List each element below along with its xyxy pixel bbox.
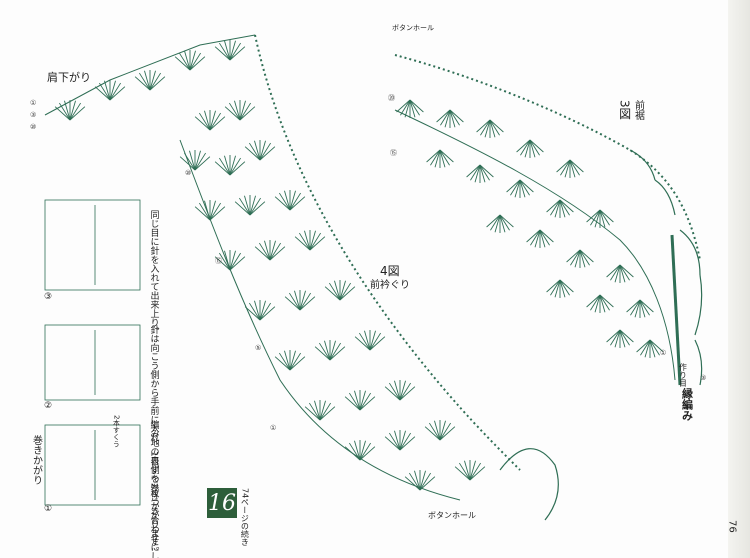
start-row-label: 作り目: [678, 363, 688, 387]
swatch-step3: [44, 199, 141, 291]
row-number: ③: [30, 111, 37, 119]
stitch-fan: [486, 214, 514, 233]
fig3-top-edge: [394, 54, 701, 261]
stitch-fan: [556, 159, 584, 178]
step2-text: 針は向こう側から手前に入れ、1目ずつ巻きかがります。: [148, 325, 159, 556]
row-number: ①: [270, 424, 277, 432]
swatch-step2: [44, 324, 141, 401]
stitch-fan: [274, 190, 306, 211]
stitch-fan: [384, 380, 416, 401]
stitch-fan: [586, 209, 614, 228]
stitch-fan: [396, 99, 424, 118]
row-number: ①: [30, 99, 37, 107]
page-number: 76: [726, 520, 738, 533]
stitch-fan: [506, 179, 534, 198]
stitch-fan: [274, 350, 306, 371]
stitch-fan: [516, 139, 544, 158]
stitch-fan: [354, 330, 386, 351]
fig3-caption: 前裾: [632, 100, 644, 120]
row-number: ①: [660, 349, 667, 357]
stitch-fan: [174, 50, 206, 71]
stitch-fan: [476, 119, 504, 138]
stitch-fan: [194, 200, 226, 221]
step3-text: 同じ目に針を入れて出来上り。: [148, 210, 159, 336]
stitch-fan: [224, 100, 256, 121]
stitch-fan: [546, 279, 574, 298]
fig4-inner-edge: [44, 34, 256, 116]
row-number: ⑮: [215, 257, 222, 265]
stitch-fan: [179, 150, 211, 171]
reference-badge: 16: [207, 488, 237, 518]
stitch-fan: [586, 294, 614, 313]
step1-num: ①: [44, 504, 53, 514]
row-number: ③: [700, 374, 707, 382]
reference-text: 74ページの続き: [240, 488, 250, 547]
fig3-scallops: [629, 149, 703, 386]
step1-note: 2本すくう: [112, 415, 121, 448]
stitch-fan: [214, 40, 246, 61]
stitch-fan: [384, 430, 416, 451]
stitch-fan: [234, 195, 266, 216]
row-number: ⑮: [390, 149, 397, 157]
stitch-fan: [314, 340, 346, 361]
stitch-fan: [606, 264, 634, 283]
stitch-fan: [426, 149, 454, 168]
stitch-fan: [214, 155, 246, 176]
stitch-fan: [194, 110, 226, 131]
stitch-fan: [324, 280, 356, 301]
stitch-fan: [526, 229, 554, 248]
fig3-edge-band: [670, 234, 682, 386]
stitch-fan: [546, 199, 574, 218]
stitch-fan: [54, 100, 86, 121]
fig4-outer-edge: [254, 34, 521, 471]
technique-title: 巻きかがり: [30, 435, 42, 485]
fig4-number: 4図: [380, 264, 400, 278]
stitch-fan: [636, 339, 664, 358]
row-number: ⑩: [185, 169, 192, 177]
row-number: ⑩: [30, 123, 37, 131]
fig4-caption: 前衿ぐり: [370, 280, 410, 291]
edge-knit-label: 縁編み: [680, 388, 694, 421]
swatch-step1: [44, 424, 141, 506]
stitch-fan: [424, 420, 456, 441]
fig3-number: 3図: [617, 100, 632, 120]
stitch-fan: [214, 250, 246, 271]
buttonhole-label-top: ボタンホール: [392, 24, 434, 32]
buttonhole-fan: [499, 448, 559, 521]
step2-num: ②: [44, 401, 53, 411]
stitch-fan: [626, 299, 654, 318]
stitch-fan: [344, 390, 376, 411]
fig3-lower-edge: [394, 109, 676, 381]
page-edge: [728, 0, 750, 558]
stitch-fan: [606, 329, 634, 348]
stitch-fan: [254, 240, 286, 261]
stitch-fan: [466, 164, 494, 183]
step1-text: 編み地の表側を2枚つき合わせにし、編み端の目の頭をすくいます。: [148, 420, 159, 558]
stitch-fan: [134, 70, 166, 91]
stitch-fan: [294, 230, 326, 251]
stitch-fan: [436, 109, 464, 128]
stitch-fan: [284, 290, 316, 311]
shoulder-title: 肩下がり: [47, 71, 91, 84]
stitch-fan: [566, 249, 594, 268]
row-number: ⑳: [388, 94, 395, 102]
stitch-fan: [244, 300, 276, 321]
stitch-fan: [454, 460, 486, 481]
buttonhole-label-bottom: ボタンホール: [428, 511, 476, 520]
stitch-fan: [404, 470, 436, 491]
stitch-fan: [304, 400, 336, 421]
stitch-fan: [344, 440, 376, 461]
stitch-fan: [244, 140, 276, 161]
row-number: ⑤: [255, 344, 262, 352]
fig4-lower-edge: [179, 139, 461, 501]
stitch-fan: [94, 80, 126, 101]
step3-num: ③: [44, 292, 53, 302]
